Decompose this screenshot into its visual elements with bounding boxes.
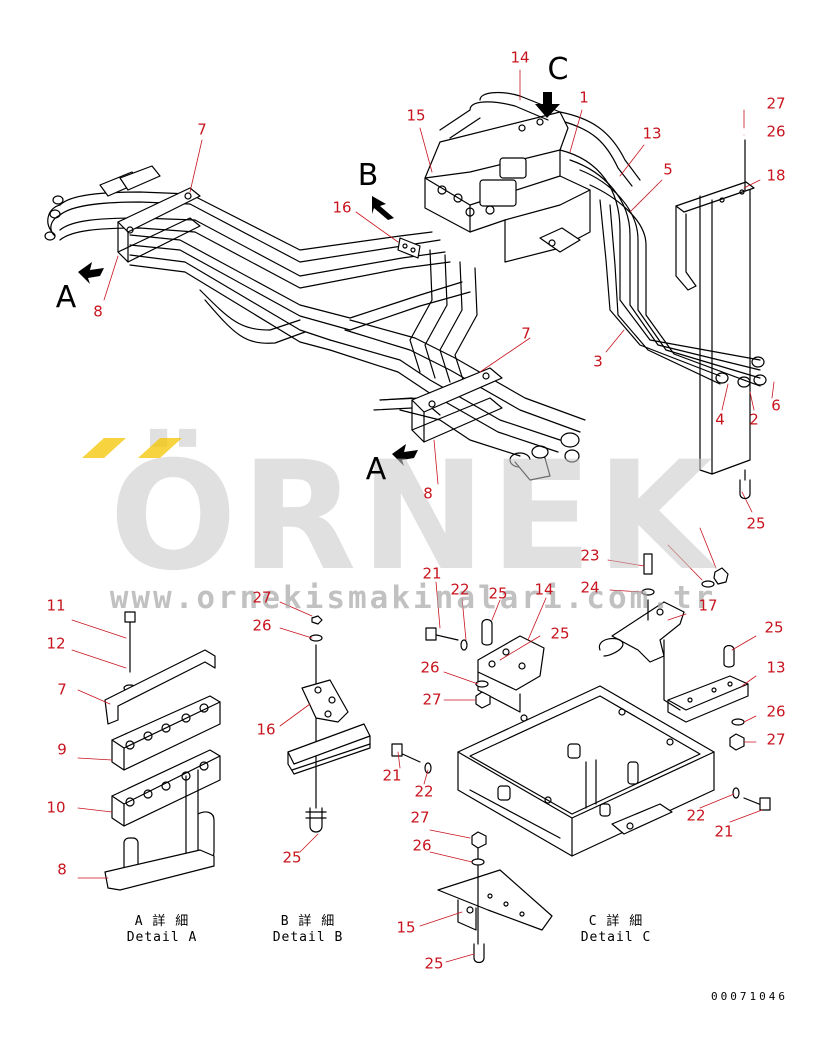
main-clamps [117, 187, 503, 443]
caption-detail-a-en: Detail A [126, 930, 198, 946]
callout-21: 22 [450, 580, 470, 599]
detail-b-drawing [287, 615, 371, 833]
callout-24: 25 [550, 624, 570, 643]
callout-14: 8 [423, 484, 433, 503]
callout-32: 21 [382, 766, 402, 785]
drawing-code: 00071046 [711, 990, 788, 1003]
callout-48: 16 [256, 720, 276, 739]
callout-9: 8 [93, 302, 103, 321]
callout-29: 13 [766, 658, 786, 677]
callout-37: 26 [412, 836, 432, 855]
callout-44: 10 [46, 798, 66, 817]
callout-30: 26 [766, 702, 786, 721]
callout-25: 26 [420, 658, 440, 677]
callout-47: 26 [252, 616, 272, 635]
view-letter-b: B [357, 158, 379, 193]
callout-6: 16 [332, 198, 352, 217]
callout-11: 2 [749, 410, 759, 429]
callout-19: 24 [580, 578, 600, 597]
callout-35: 21 [714, 822, 734, 841]
callout-42: 7 [57, 680, 67, 699]
callout-20: 21 [422, 564, 442, 583]
view-arrows [78, 92, 560, 466]
caption-detail-b-jp: B 詳 細 [280, 914, 336, 929]
callout-22: 25 [488, 584, 508, 603]
caption-detail-a: A 詳 細 Detail A [127, 914, 198, 947]
callout-27: 17 [698, 596, 718, 615]
hose-bundle-left [59, 191, 471, 351]
main-leaders [103, 69, 775, 513]
callout-17: 26 [766, 122, 786, 141]
callout-2: 15 [406, 106, 426, 125]
caption-detail-a-jp: A 詳 細 [134, 914, 190, 929]
callout-7: 18 [766, 166, 786, 185]
callout-4: 5 [663, 160, 673, 179]
callout-34: 22 [686, 806, 706, 825]
callout-8: 3 [593, 352, 603, 371]
callout-16: 27 [766, 94, 786, 113]
callout-46: 27 [252, 588, 272, 607]
view-letter-c: C [547, 52, 569, 87]
callout-10: 4 [715, 410, 725, 429]
callout-3: 13 [642, 124, 662, 143]
callout-26: 27 [422, 690, 442, 709]
callout-49: 25 [282, 848, 302, 867]
detail-c-drawing [391, 553, 771, 964]
mid-bracket-16 [397, 237, 421, 259]
caption-detail-c-jp: C 詳 細 [588, 914, 644, 929]
hose-bundle-right [439, 91, 767, 388]
callout-36: 27 [410, 808, 430, 827]
callout-43: 9 [57, 740, 67, 759]
callout-23: 14 [534, 580, 554, 599]
callout-41: 12 [46, 634, 66, 653]
callout-40: 11 [46, 596, 66, 615]
caption-detail-c: C 詳 細 Detail C [581, 914, 652, 947]
left-end-fittings [44, 165, 161, 241]
view-letter-a: A [55, 280, 77, 315]
detail-a-drawing [104, 611, 221, 891]
caption-detail-c-en: Detail C [580, 930, 652, 946]
right-bracket [675, 139, 755, 475]
callout-33: 22 [414, 782, 434, 801]
detail-c-leaders [397, 527, 763, 963]
bolt-25-main [739, 469, 751, 500]
caption-detail-b-en: Detail B [272, 930, 344, 946]
callout-13: 7 [521, 324, 531, 343]
callout-5: 7 [197, 120, 207, 139]
callout-0: 14 [510, 48, 530, 67]
caption-detail-b: B 詳 細 Detail B [273, 914, 344, 947]
view-letter-a-lower: A [365, 452, 387, 487]
callout-38: 15 [396, 918, 416, 937]
valve-block-assembly [424, 111, 591, 263]
callout-15: 25 [746, 514, 766, 533]
callout-18: 23 [580, 546, 600, 565]
detail-b-leaders [279, 601, 319, 853]
detail-a-leaders [71, 619, 127, 879]
hose-bundle-lower [329, 249, 586, 481]
callout-1: 1 [579, 88, 589, 107]
callout-28: 25 [764, 618, 784, 637]
callout-31: 27 [766, 730, 786, 749]
callout-45: 8 [57, 860, 67, 879]
callout-12: 6 [771, 396, 781, 415]
callout-39: 25 [424, 954, 444, 973]
